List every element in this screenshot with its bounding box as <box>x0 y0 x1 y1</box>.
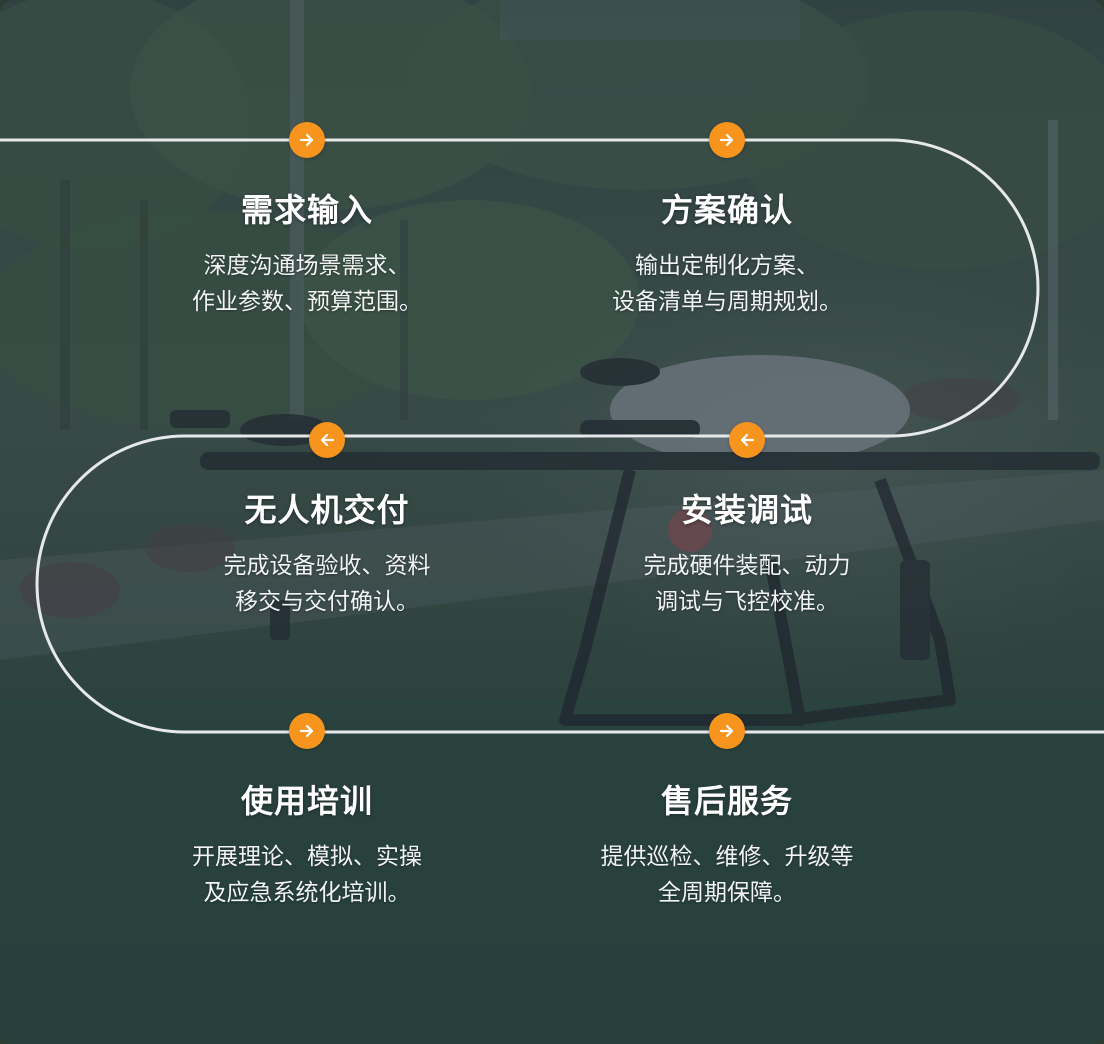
step-plan-confirmation: 方案确认 输出定制化方案、 设备清单与周期规划。 <box>537 190 917 320</box>
step-title: 安装调试 <box>680 491 813 529</box>
step-title: 无人机交付 <box>244 491 410 529</box>
step-requirement-input: 需求输入 深度沟通场景需求、 作业参数、预算范围。 <box>117 190 497 320</box>
step-description: 提供巡检、维修、升级等 全周期保障。 <box>537 839 917 911</box>
arrow-left-icon <box>729 422 765 458</box>
step-description-line: 完成硬件装配、动力 <box>643 553 851 579</box>
step-title: 方案确认 <box>660 191 793 229</box>
step-description-line: 作业参数、预算范围。 <box>192 289 422 315</box>
arrow-right-icon <box>289 122 325 158</box>
step-installation-debugging: 安装调试 完成硬件装配、动力 调试与飞控校准。 <box>557 490 937 620</box>
step-description-line: 调试与飞控校准。 <box>655 589 839 615</box>
step-description: 输出定制化方案、 设备清单与周期规划。 <box>537 248 917 320</box>
step-description-line: 开展理论、模拟、实操 <box>192 844 422 870</box>
step-description-line: 提供巡检、维修、升级等 <box>600 844 854 870</box>
step-description-line: 全周期保障。 <box>658 880 796 906</box>
arrow-right-icon <box>709 713 745 749</box>
step-description-line: 及应急系统化培训。 <box>203 880 411 906</box>
step-title: 需求输入 <box>240 191 373 229</box>
step-description: 深度沟通场景需求、 作业参数、预算范围。 <box>117 248 497 320</box>
step-after-sales-service: 售后服务 提供巡检、维修、升级等 全周期保障。 <box>537 781 917 911</box>
step-title: 使用培训 <box>240 782 373 820</box>
step-drone-delivery: 无人机交付 完成设备验收、资料 移交与交付确认。 <box>137 490 517 620</box>
step-description: 完成设备验收、资料 移交与交付确认。 <box>137 548 517 620</box>
step-description-line: 输出定制化方案、 <box>635 253 819 279</box>
arrow-right-icon <box>709 122 745 158</box>
step-description: 完成硬件装配、动力 调试与飞控校准。 <box>557 548 937 620</box>
arrow-right-icon <box>289 713 325 749</box>
arrow-left-icon <box>309 422 345 458</box>
step-title: 售后服务 <box>660 782 793 820</box>
step-description: 开展理论、模拟、实操 及应急系统化培训。 <box>117 839 497 911</box>
step-description-line: 移交与交付确认。 <box>235 589 419 615</box>
step-description-line: 完成设备验收、资料 <box>223 553 431 579</box>
step-description-line: 设备清单与周期规划。 <box>612 289 842 315</box>
step-usage-training: 使用培训 开展理论、模拟、实操 及应急系统化培训。 <box>117 781 497 911</box>
step-description-line: 深度沟通场景需求、 <box>203 253 411 279</box>
